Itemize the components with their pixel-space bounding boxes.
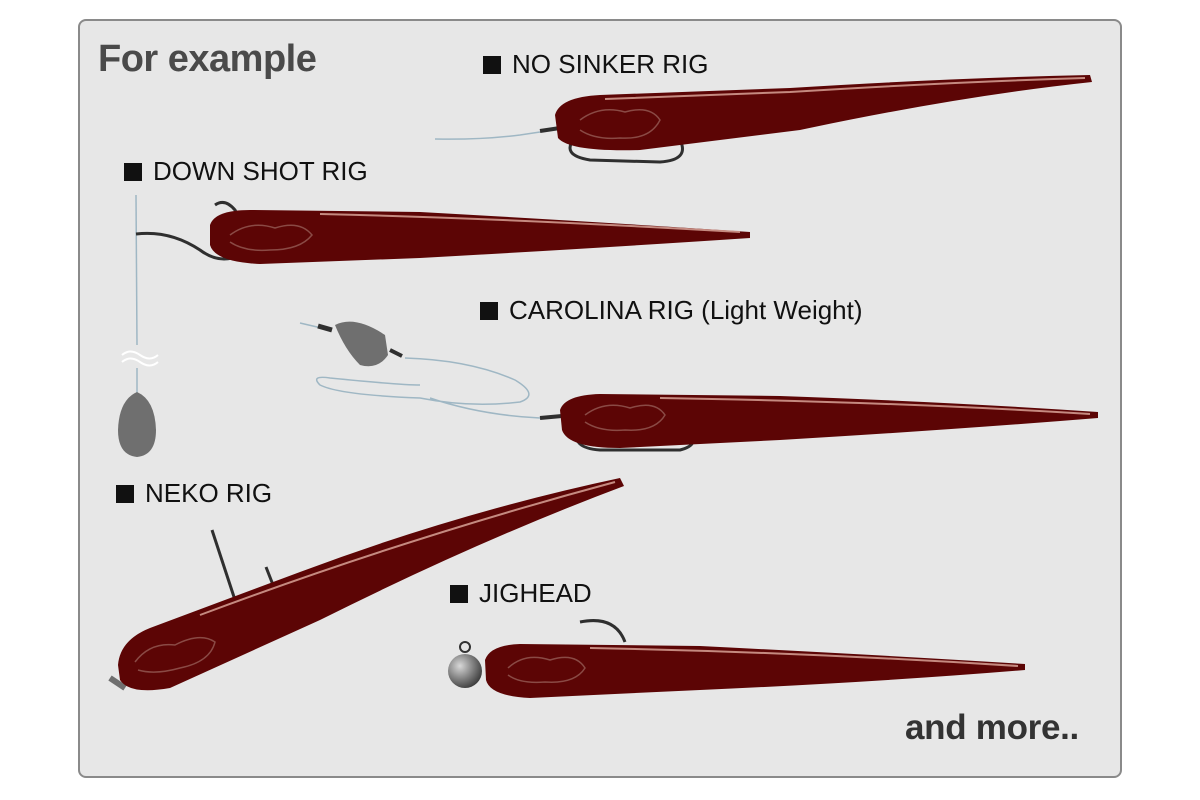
- no-sinker-rig-illustration: [434, 75, 1092, 164]
- rig-label-no-sinker: NO SINKER RIG: [483, 51, 708, 77]
- carolina-rig-illustration: [299, 321, 1098, 452]
- down-shot-rig-illustration: [118, 194, 750, 457]
- swivel: [389, 348, 403, 358]
- rig-label-down-shot: DOWN SHOT RIG: [124, 158, 368, 184]
- square-bullet-icon: [124, 163, 142, 181]
- hook-point: [579, 619, 627, 643]
- page-title: For example: [98, 38, 317, 80]
- jighead-ball: [448, 654, 482, 688]
- hook-bend: [568, 137, 684, 164]
- drop-shot-weight: [118, 392, 156, 457]
- worm-head-detail: [229, 224, 313, 252]
- hook-shank: [539, 126, 561, 133]
- worm-head-detail: [579, 109, 661, 140]
- hook-point: [210, 529, 237, 601]
- worm-head-detail: [584, 404, 666, 432]
- worm-highlight: [319, 213, 741, 233]
- line-curl: [121, 357, 159, 367]
- worm-highlight: [589, 647, 1019, 667]
- hook-point: [214, 200, 242, 221]
- more-note: and more..: [905, 708, 1079, 747]
- fishing-line: [135, 194, 138, 346]
- bullet-sinker: [335, 321, 388, 367]
- fishing-line: [434, 131, 541, 140]
- worm-body: [118, 478, 624, 691]
- square-bullet-icon: [483, 56, 501, 74]
- line-curl: [121, 350, 159, 360]
- rig-label-jighead: JIGHEAD: [450, 580, 592, 606]
- hook-shank: [539, 414, 563, 420]
- bead: [317, 323, 333, 333]
- rig-label-carolina: CAROLINA RIG (Light Weight): [480, 297, 863, 323]
- worm-body: [555, 75, 1092, 151]
- square-bullet-icon: [116, 485, 134, 503]
- worm-highlight: [199, 481, 616, 616]
- worm-body: [485, 644, 1025, 698]
- worm-head-detail: [507, 656, 586, 684]
- worm-head-detail: [134, 636, 216, 673]
- leader-line: [315, 357, 541, 419]
- worm-highlight: [659, 397, 1091, 415]
- rig-label-neko: NEKO RIG: [116, 480, 272, 506]
- neko-rig-illustration: [108, 478, 624, 691]
- square-bullet-icon: [480, 302, 498, 320]
- square-bullet-icon: [450, 585, 468, 603]
- worm-highlight: [604, 77, 1086, 100]
- nail-weight: [108, 675, 127, 691]
- line-tie-eye: [459, 641, 471, 653]
- worm-body: [210, 210, 750, 264]
- jighead-illustration: [448, 619, 1025, 698]
